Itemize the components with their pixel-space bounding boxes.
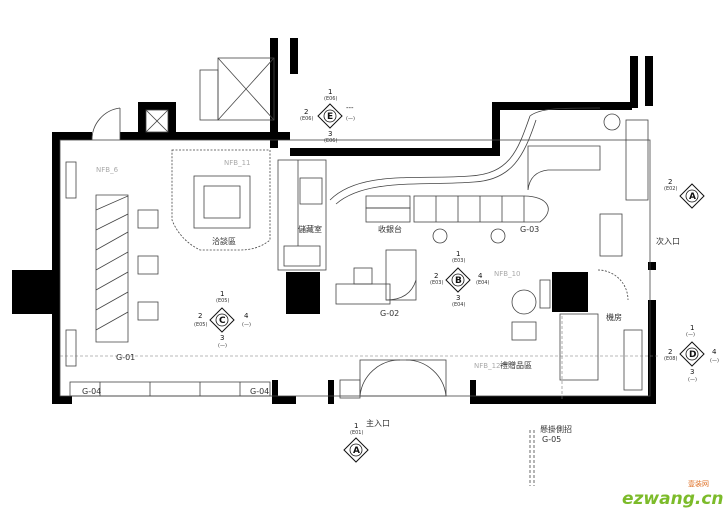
svg-text:3: 3 xyxy=(328,130,332,138)
svg-text:---: --- xyxy=(346,104,354,112)
label-g03: G-03 xyxy=(520,225,539,234)
svg-text:(—): (—) xyxy=(346,116,355,122)
label-storage: 儲藏室 xyxy=(298,224,322,234)
label-g04-right: G-04 xyxy=(250,387,269,396)
elevation-marker-a-right: A 2 (E02) xyxy=(664,178,705,209)
label-g01: G-01 xyxy=(116,353,135,362)
label-g04-left: G-04 xyxy=(82,387,101,396)
svg-text:(E06): (E06) xyxy=(324,96,337,102)
label-negotiation: 洽談區 xyxy=(212,236,236,246)
svg-text:(E03): (E03) xyxy=(452,258,465,264)
svg-text:2: 2 xyxy=(304,108,308,116)
svg-text:2: 2 xyxy=(668,348,672,356)
svg-text:(E04): (E04) xyxy=(476,280,489,286)
svg-text:2: 2 xyxy=(198,312,202,320)
svg-text:(—): (—) xyxy=(686,332,695,338)
svg-text:4: 4 xyxy=(712,348,717,356)
label-g05: G-05 xyxy=(542,435,561,444)
label-gift-area: 禮贈品區 xyxy=(500,360,532,370)
svg-text:(E05): (E05) xyxy=(194,322,207,328)
watermark-logo: ezwang.cn 壹装网 xyxy=(622,479,724,509)
room-labels: 洽談區 儲藏室 收銀台 G-03 次入口 機房 禮贈品區 G-02 G-01 G… xyxy=(82,159,680,444)
svg-text:1: 1 xyxy=(456,250,460,258)
svg-text:A: A xyxy=(353,446,360,456)
svg-text:D: D xyxy=(689,350,696,360)
svg-text:3: 3 xyxy=(456,294,460,302)
label-nfb11: NFB_11 xyxy=(224,159,250,167)
svg-text:(E01): (E01) xyxy=(350,430,363,436)
section-lines xyxy=(60,316,660,400)
svg-text:1: 1 xyxy=(220,290,224,298)
svg-text:(E08): (E08) xyxy=(664,356,677,362)
label-sign: 懸掛側招 xyxy=(540,424,572,434)
label-nfb12: NFB_12 xyxy=(474,362,500,370)
svg-text:C: C xyxy=(219,316,226,326)
elevation-marker-b: B 1 (E03) 2 (E03) 3 (E04) 4 (E04) xyxy=(430,250,489,308)
svg-text:2: 2 xyxy=(668,178,672,186)
svg-text:(E04): (E04) xyxy=(452,302,465,308)
svg-text:4: 4 xyxy=(244,312,249,320)
svg-text:(—): (—) xyxy=(242,322,251,328)
svg-text:(E05): (E05) xyxy=(216,298,229,304)
svg-text:1: 1 xyxy=(354,422,358,430)
walls xyxy=(12,38,656,404)
label-nfb6: NFB_6 xyxy=(96,166,119,174)
label-cashier: 收銀台 xyxy=(378,224,402,234)
label-secondary-entrance: 次入口 xyxy=(656,236,680,246)
svg-text:B: B xyxy=(455,276,462,286)
svg-text:A: A xyxy=(689,192,696,202)
elevation-marker-e: E 1 (E06) 2 (E06) 3 (E06) --- (—) xyxy=(300,88,355,144)
svg-text:(—): (—) xyxy=(710,358,719,364)
interior-lines xyxy=(59,57,651,486)
label-kitchen: 機房 xyxy=(606,312,622,322)
svg-text:(—): (—) xyxy=(218,343,227,349)
svg-text:3: 3 xyxy=(690,368,694,376)
svg-text:(—): (—) xyxy=(688,377,697,383)
svg-text:E: E xyxy=(327,112,333,122)
elevation-marker-d: D 1 (—) 2 (E08) 3 (—) 4 (—) xyxy=(664,324,719,383)
label-main-entrance: 主入口 xyxy=(366,418,390,428)
svg-text:ezwang.cn: ezwang.cn xyxy=(622,489,724,509)
svg-text:2: 2 xyxy=(434,272,438,280)
svg-text:1: 1 xyxy=(690,324,694,332)
svg-text:壹装网: 壹装网 xyxy=(688,479,709,488)
elevation-marker-a-bottom: A 1 (E01) xyxy=(343,422,369,463)
svg-text:(E03): (E03) xyxy=(430,280,443,286)
svg-text:(E02): (E02) xyxy=(664,186,677,192)
label-nfb10: NFB_10 xyxy=(494,270,520,278)
label-g02: G-02 xyxy=(380,309,399,318)
svg-text:(E06): (E06) xyxy=(300,116,313,122)
svg-text:3: 3 xyxy=(220,334,224,342)
svg-text:(E06): (E06) xyxy=(324,138,337,144)
svg-text:4: 4 xyxy=(478,272,483,280)
svg-text:1: 1 xyxy=(328,88,332,96)
elevation-marker-c: C 1 (E05) 2 (E05) 3 (—) 4 (—) xyxy=(194,290,251,349)
